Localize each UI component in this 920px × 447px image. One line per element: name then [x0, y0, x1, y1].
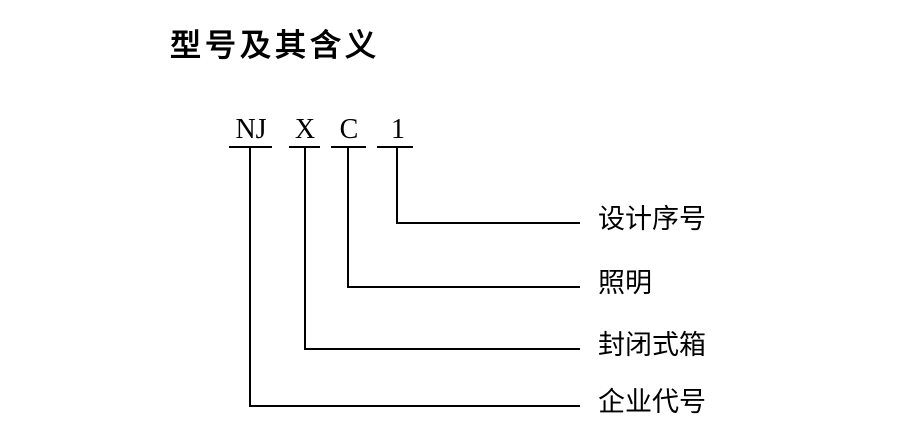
meaning-company-code: 企业代号 — [598, 387, 706, 418]
leader-x — [304, 147, 580, 350]
leader-c — [347, 147, 580, 288]
meaning-enclosed-box: 封闭式箱 — [598, 330, 706, 361]
meaning-design-serial: 设计序号 — [598, 204, 706, 235]
meaning-lighting: 照明 — [598, 268, 652, 299]
page-title: 型号及其含义 — [170, 28, 380, 64]
code-1: 1 — [391, 114, 405, 145]
code-c: C — [339, 114, 359, 145]
leader-1 — [396, 147, 580, 224]
code-x: X — [294, 114, 316, 145]
leader-nj — [249, 147, 580, 407]
code-nj: NJ — [235, 114, 267, 145]
